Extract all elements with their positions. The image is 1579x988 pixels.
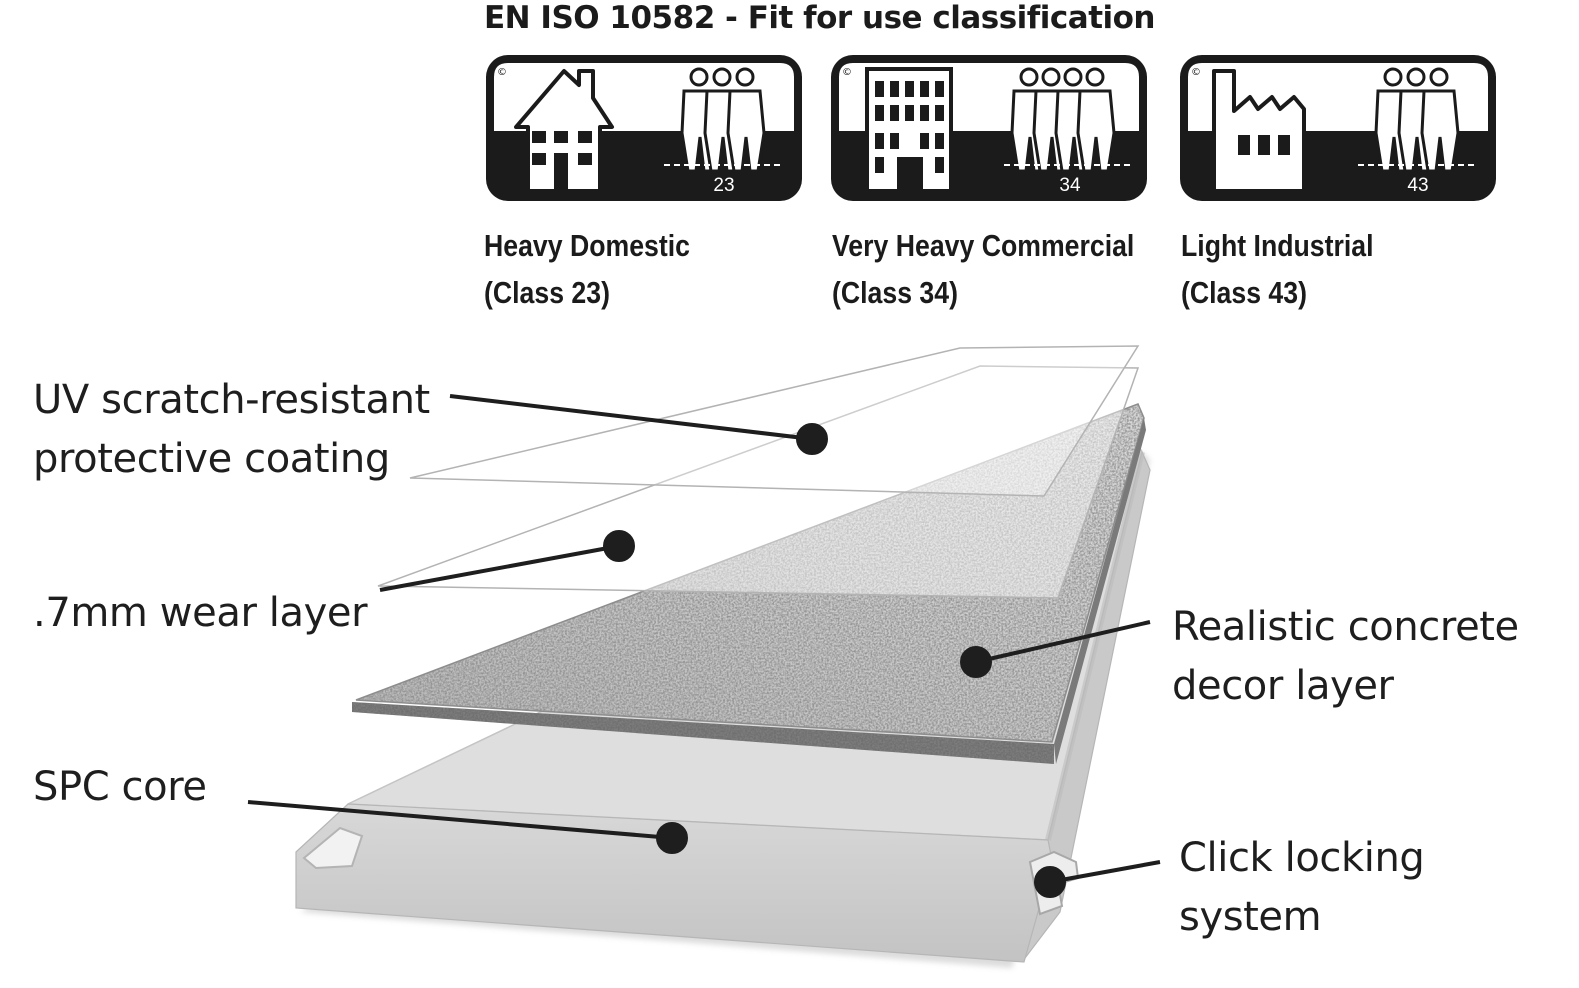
svg-text:©: © [497,67,507,78]
click-locking-label-line2: system [1179,888,1424,947]
uv-coating-film [410,346,1138,496]
uv-coating-label-line2: protective coating [33,430,430,489]
spc-core-label: SPC core [33,758,207,817]
class-number-label: (Class 43) [1181,269,1374,316]
class-43-badge: © 43 [1178,53,1498,203]
class-34-caption: Very Heavy Commercial (Class 34) [832,222,1134,316]
svg-text:©: © [842,67,852,78]
class-23-caption: Heavy Domestic (Class 23) [484,222,690,316]
click-locking-label-line1: Click locking [1179,829,1424,888]
class-number-label: (Class 23) [484,269,690,316]
click-pointer-dot [1036,868,1064,896]
class-23-badge: © 23 [484,53,804,203]
class-34-badge: © 34 [829,53,1149,203]
class-name: Light Industrial [1181,222,1374,269]
uv-pointer-dot [798,425,826,453]
uv-coating-label-line1: UV scratch-resistant [33,371,430,430]
decor-layer-label-line1: Realistic concrete [1172,598,1519,657]
decor-layer-label: Realistic concrete decor layer [1172,598,1519,716]
wear-layer-label: .7mm wear layer [33,584,367,643]
spc-core-label-line1: SPC core [33,758,207,817]
wear-layer-label-line1: .7mm wear layer [33,584,367,643]
svg-text:©: © [1191,67,1201,78]
page-title: EN ISO 10582 - Fit for use classificatio… [484,0,1155,36]
class-name: Very Heavy Commercial [832,222,1134,269]
office-building-icon [867,69,951,191]
class-43-caption: Light Industrial (Class 43) [1181,222,1374,316]
svg-text:34: 34 [1059,175,1081,196]
decor-layer-label-line2: decor layer [1172,657,1519,716]
class-name: Heavy Domestic [484,222,690,269]
wear-pointer-dot [605,532,633,560]
core-pointer-dot [658,824,686,852]
svg-text:43: 43 [1407,175,1428,196]
svg-text:23: 23 [713,175,734,196]
click-locking-label: Click locking system [1179,829,1424,947]
decor-pointer-dot [962,648,990,676]
uv-coating-label: UV scratch-resistant protective coating [33,371,430,489]
class-number-label: (Class 34) [832,269,1134,316]
